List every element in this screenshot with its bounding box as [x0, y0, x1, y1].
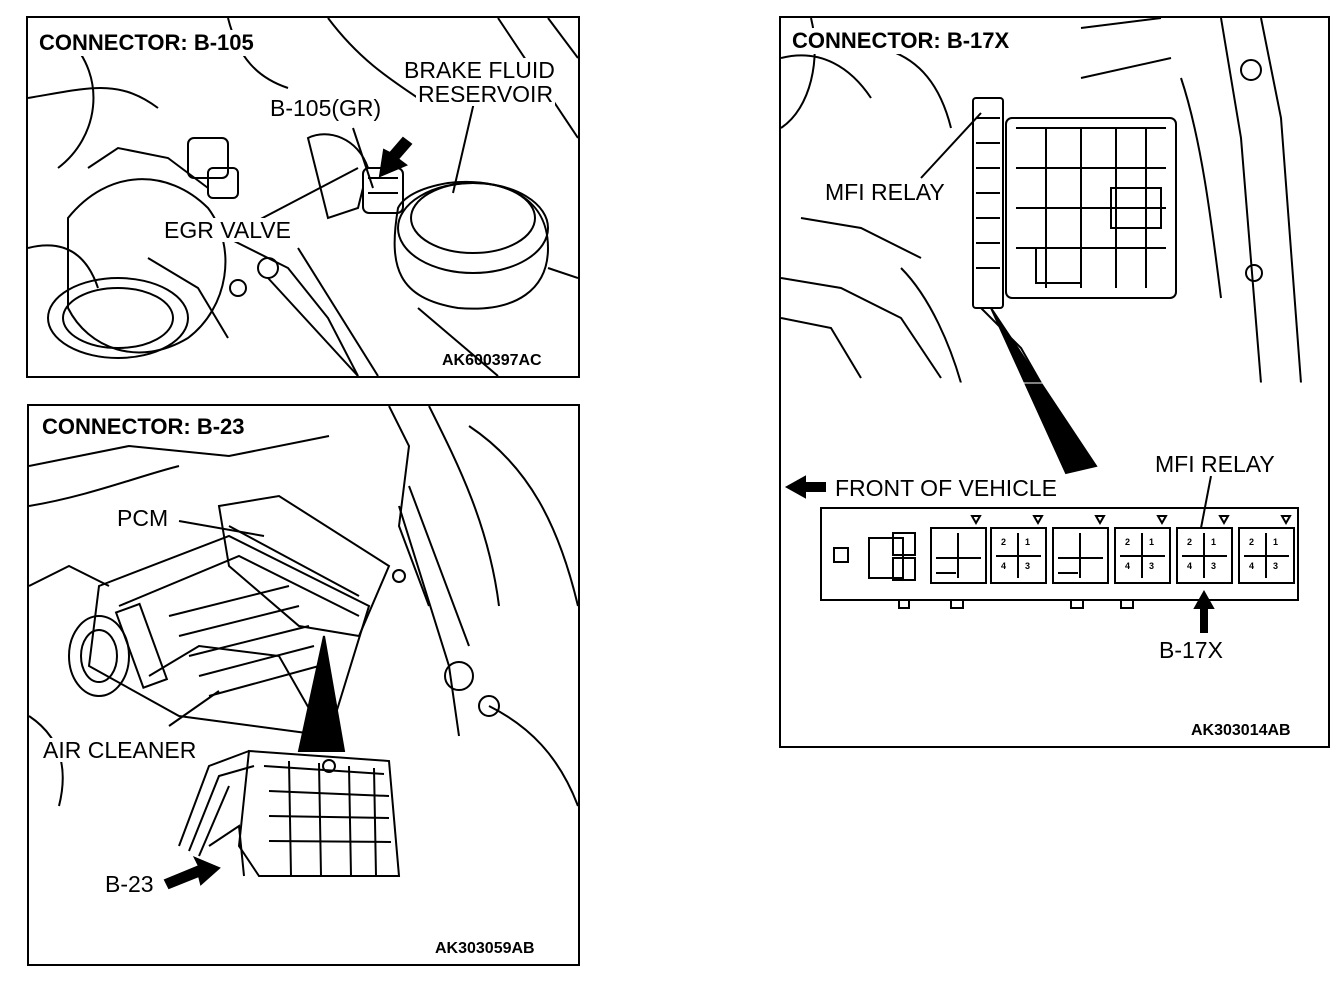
b17x-mfi-relay-bottom-label: MFI RELAY: [1153, 451, 1277, 477]
b105-connector-label: B-105(GR): [268, 95, 384, 121]
b17x-socket5-pin4: 4: [1187, 561, 1193, 571]
b17x-engine-illustration: [781, 18, 1328, 633]
b17x-socket2-pin1: 1: [1025, 537, 1031, 547]
b17x-socket5-pin1: 1: [1211, 537, 1217, 547]
panel-connector-b23: CONNECTOR: B-23 PCM AIR CLEANER B-23 AK3…: [27, 404, 580, 966]
b17x-socket6-pin2: 2: [1249, 537, 1255, 547]
b105-egr-valve-label: EGR VALVE: [162, 217, 293, 243]
b105-reservoir-label: RESERVOIR: [416, 81, 556, 107]
panel-connector-b105: CONNECTOR: B-105 BRAKE FLUID RESERVOIR B…: [26, 16, 580, 378]
b17x-socket6-pin3: 3: [1273, 561, 1279, 571]
b17x-connector-label: B-17X: [1157, 637, 1225, 663]
b23-connector-label: B-23: [103, 871, 156, 897]
b17x-socket6-pin1: 1: [1273, 537, 1279, 547]
b17x-mfi-relay-top-label: MFI RELAY: [823, 179, 947, 205]
b17x-socket4-pin3: 3: [1149, 561, 1155, 571]
b17x-socket4-pin2: 2: [1125, 537, 1131, 547]
b105-brake-fluid-label: BRAKE FLUID: [402, 57, 557, 83]
b17x-figure-code: AK303014AB: [1191, 722, 1291, 739]
b105-figure-code: AK600397AC: [442, 352, 542, 369]
b105-engine-illustration: [28, 18, 578, 376]
b17x-socket2-pin2: 2: [1001, 537, 1007, 547]
panel-connector-b17x: 2 1 4 3 2 1 4 3 2 1 4 3 2 1 4 3 CONNECTO…: [779, 16, 1330, 748]
b17x-socket2-pin4: 4: [1001, 561, 1007, 571]
b23-title: CONNECTOR: B-23: [39, 414, 248, 440]
b17x-socket2-pin3: 3: [1025, 561, 1031, 571]
b23-air-cleaner-label: AIR CLEANER: [41, 737, 199, 763]
b23-pcm-label: PCM: [115, 505, 171, 531]
b105-title: CONNECTOR: B-105: [36, 30, 257, 56]
b17x-socket4-pin1: 1: [1149, 537, 1155, 547]
b17x-socket5-pin2: 2: [1187, 537, 1193, 547]
b17x-title: CONNECTOR: B-17X: [789, 28, 1013, 54]
b17x-socket4-pin4: 4: [1125, 561, 1131, 571]
b17x-socket6-pin4: 4: [1249, 561, 1255, 571]
b23-figure-code: AK303059AB: [435, 940, 535, 957]
b23-engine-illustration: [29, 406, 578, 890]
b17x-socket5-pin3: 3: [1211, 561, 1217, 571]
b17x-front-of-vehicle-label: FRONT OF VEHICLE: [833, 475, 1059, 501]
